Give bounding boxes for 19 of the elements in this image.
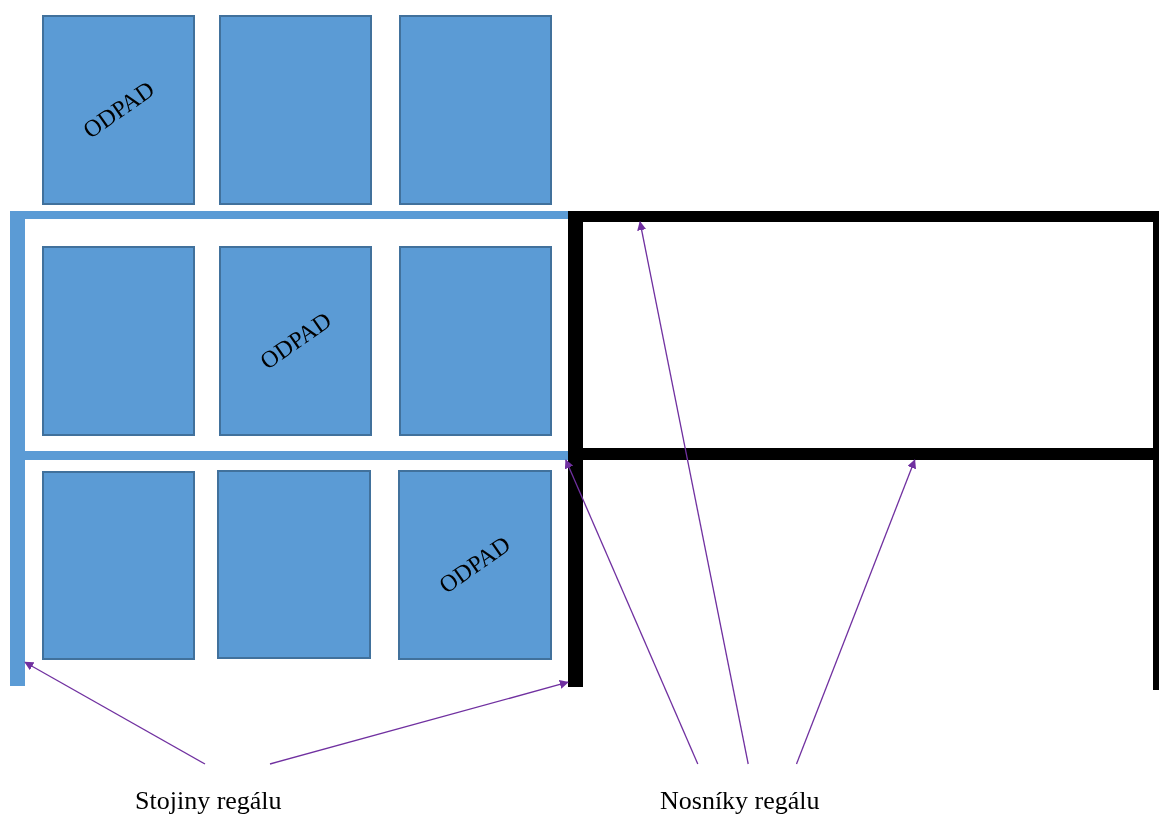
rack-upright — [568, 211, 583, 687]
leader-line — [637, 221, 749, 765]
crate — [399, 15, 552, 205]
leader-line — [795, 459, 916, 765]
rack-beam — [25, 451, 568, 460]
crate — [399, 246, 552, 436]
crate — [42, 15, 195, 205]
leader-line — [269, 680, 569, 765]
rack-beam — [583, 211, 1159, 222]
crate — [42, 246, 195, 436]
caption-text: Stojiny regálu — [135, 786, 282, 816]
crate — [217, 470, 371, 659]
crate — [219, 246, 372, 436]
leader-line — [564, 459, 699, 765]
crate — [219, 15, 372, 205]
leader-line — [24, 661, 206, 765]
caption-text: Nosníky regálu — [660, 786, 820, 816]
crate — [398, 470, 552, 660]
crate — [42, 471, 195, 660]
